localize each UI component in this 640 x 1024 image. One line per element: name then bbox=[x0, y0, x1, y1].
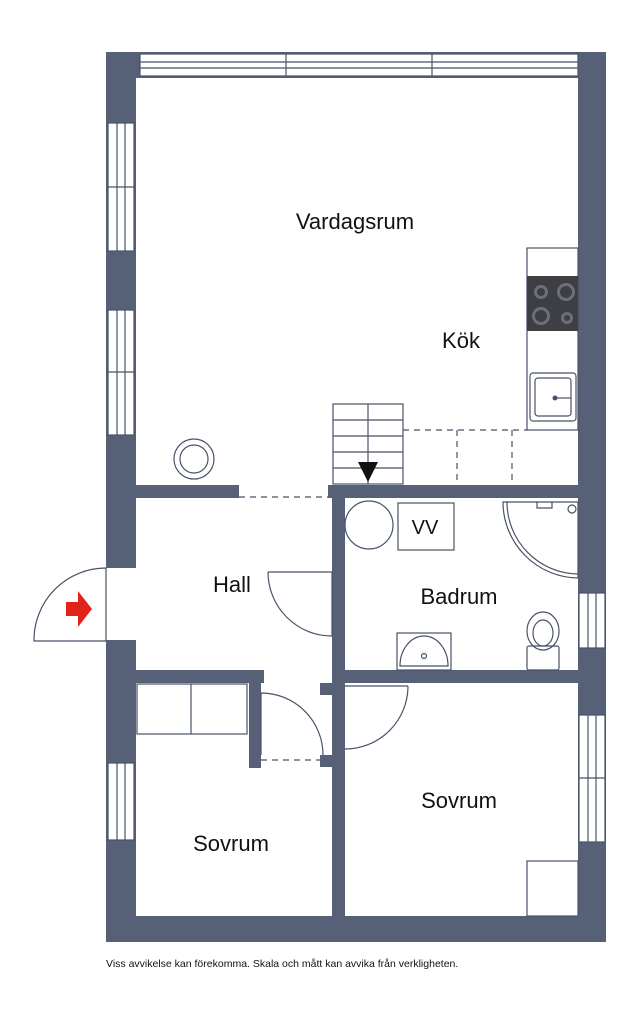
closet-left bbox=[136, 683, 248, 735]
windows bbox=[107, 53, 606, 843]
room-label-sovrum-right: Sovrum bbox=[421, 788, 497, 813]
stove-icon bbox=[527, 276, 578, 331]
room-label-badrum: Badrum bbox=[420, 584, 497, 609]
bedroom-right-door bbox=[344, 685, 409, 750]
entrance-arrow-icon bbox=[66, 591, 92, 627]
shower-icon bbox=[502, 501, 579, 579]
disclaimer-text: Viss avvikelse kan förekomma. Skala och … bbox=[106, 958, 459, 970]
room-label-vardagsrum: Vardagsrum bbox=[296, 209, 414, 234]
bedroom-left-door bbox=[260, 692, 324, 756]
bathroom-door bbox=[267, 571, 333, 637]
stairs-icon bbox=[332, 403, 404, 485]
room-label-hall: Hall bbox=[213, 572, 251, 597]
kitchen-sink-icon bbox=[529, 372, 577, 422]
wardrobe-right bbox=[526, 860, 579, 917]
kitchen-counter bbox=[403, 247, 579, 485]
washbasin-icon bbox=[396, 632, 452, 671]
room-label-sovrum-left: Sovrum bbox=[193, 831, 269, 856]
room-label-kok: Kök bbox=[442, 328, 481, 353]
toilet-icon bbox=[526, 611, 560, 671]
water-heater-icon bbox=[344, 500, 455, 551]
entrance-door bbox=[33, 567, 138, 642]
walls bbox=[106, 52, 606, 942]
room-label-vv: VV bbox=[412, 517, 439, 539]
fireplace-icon bbox=[173, 438, 215, 480]
